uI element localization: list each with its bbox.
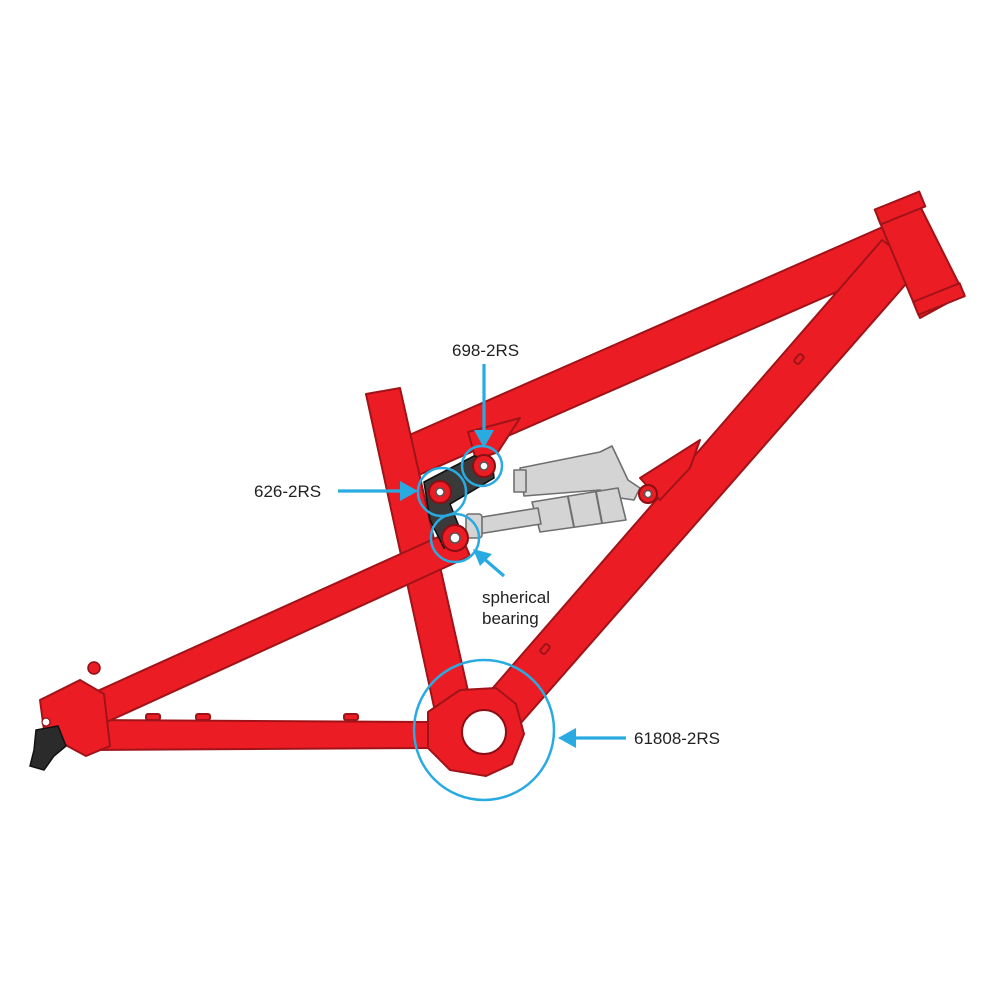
arrowhead-spherical (473, 549, 492, 566)
head-tube-top-cap (873, 190, 927, 226)
chain-stay (87, 719, 435, 751)
callout-arrows (338, 364, 626, 748)
lower-shock-pivot (441, 524, 469, 552)
cable-guide (793, 353, 805, 365)
cable-guide (145, 713, 161, 721)
bottom-bracket-bore (461, 709, 507, 755)
shock-shaft (475, 507, 542, 535)
bearing-highlights (412, 444, 556, 802)
ring-spherical (429, 512, 481, 564)
ring-626 (416, 466, 468, 518)
arrowhead-698 (474, 430, 494, 448)
label-spherical-bearing-line1: spherical (482, 588, 550, 607)
cable-guide (195, 713, 211, 721)
front-shock-pivot (638, 484, 658, 504)
cable-guide (343, 713, 359, 721)
label-698-2rs: 698-2RS (452, 341, 519, 360)
main-link-pivot (428, 480, 452, 504)
ring-698 (460, 444, 504, 488)
cable-guide (539, 643, 551, 655)
link-mount-gusset (467, 417, 521, 461)
label-spherical-bearing-line2: bearing (482, 609, 539, 628)
seat-stay (81, 527, 471, 727)
arrowhead-626 (400, 481, 418, 501)
arrowhead-61808 (558, 728, 576, 748)
bike-frame (29, 190, 966, 777)
label-626-2rs: 626-2RS (254, 482, 321, 501)
callout-labels: 698-2RS 626-2RS spherical bearing 61808-… (254, 341, 720, 748)
shock-reservoir (519, 445, 641, 501)
derailleur-hanger (29, 725, 67, 771)
shock-reservoir-cap (513, 469, 527, 493)
upper-link-pivot (472, 454, 496, 478)
pivots (428, 454, 658, 552)
label-61808-2rs: 61808-2RS (634, 729, 720, 748)
ring-61808 (412, 658, 556, 802)
head-tube-bottom-cap (912, 282, 966, 316)
